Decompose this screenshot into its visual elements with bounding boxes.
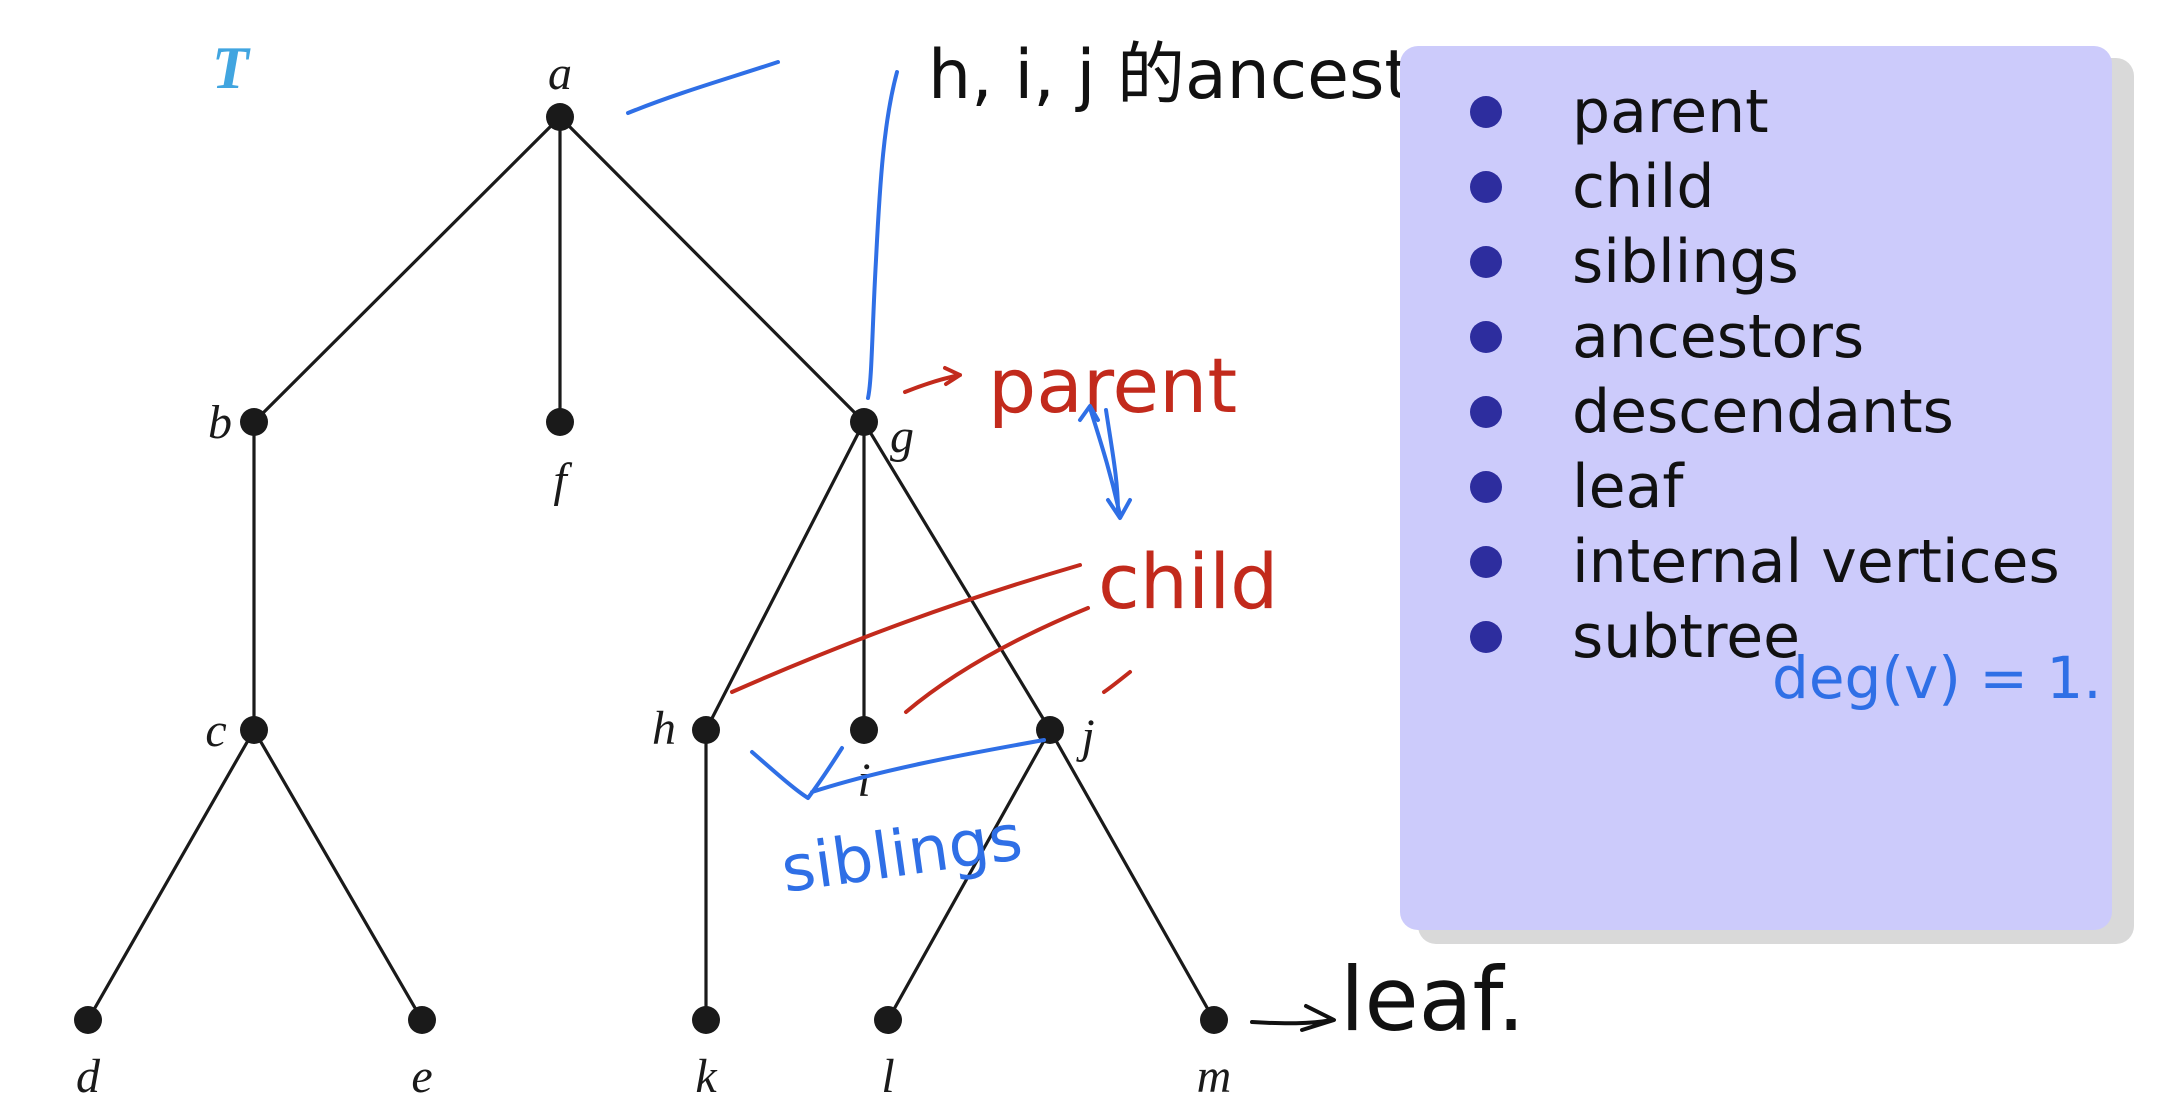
term-label: ancestors bbox=[1572, 302, 1865, 372]
ink-child-to-h bbox=[730, 563, 1082, 694]
edge-j-m bbox=[1048, 728, 1216, 1022]
term-item: parent bbox=[1470, 72, 1769, 152]
term-label: internal vertices bbox=[1572, 527, 2060, 597]
node-label-m: m bbox=[1197, 1050, 1232, 1094]
node-h bbox=[692, 716, 720, 744]
node-label-e: e bbox=[411, 1050, 432, 1094]
edge-j-l bbox=[886, 728, 1052, 1022]
node-i bbox=[850, 716, 878, 744]
tree-edges bbox=[86, 115, 1216, 1022]
parent-label: parent bbox=[988, 341, 1237, 430]
term-item: subtree bbox=[1470, 597, 1801, 677]
ink-dash-a bbox=[626, 60, 780, 115]
node-label-b: b bbox=[208, 396, 232, 449]
term-item: internal vertices bbox=[1470, 522, 2060, 602]
bullet-icon bbox=[1470, 396, 1502, 428]
node-k bbox=[692, 1006, 720, 1034]
node-f bbox=[546, 408, 574, 436]
ink-parent-child-arrow bbox=[1078, 404, 1132, 520]
term-label: siblings bbox=[1572, 227, 1799, 297]
node-l bbox=[874, 1006, 902, 1034]
node-e bbox=[408, 1006, 436, 1034]
edge-a-b bbox=[252, 115, 562, 424]
edge-a-g bbox=[558, 115, 866, 424]
edge-c-e bbox=[252, 728, 424, 1022]
node-b bbox=[240, 408, 268, 436]
term-item: ancestors bbox=[1470, 297, 1865, 377]
node-label-a: a bbox=[548, 47, 572, 100]
bullet-icon bbox=[1470, 621, 1502, 653]
ink-siblings-brace bbox=[750, 738, 1046, 800]
ink-parent-arrow bbox=[903, 366, 962, 394]
bullet-icon bbox=[1470, 96, 1502, 128]
bullet-icon bbox=[1470, 471, 1502, 503]
term-label: descendants bbox=[1572, 377, 1954, 447]
bullet-icon bbox=[1470, 246, 1502, 278]
term-item: descendants bbox=[1470, 372, 1954, 452]
term-label: child bbox=[1572, 152, 1715, 222]
edge-g-j bbox=[862, 420, 1052, 732]
node-label-d: d bbox=[76, 1050, 101, 1094]
bullet-icon bbox=[1470, 546, 1502, 578]
edge-g-h bbox=[704, 420, 866, 732]
term-label: leaf bbox=[1572, 452, 1684, 522]
node-label-i: i bbox=[857, 754, 870, 807]
node-label-h: h bbox=[652, 702, 676, 755]
term-label: subtree bbox=[1572, 602, 1801, 672]
edge-c-d bbox=[86, 728, 256, 1022]
node-d bbox=[74, 1006, 102, 1034]
node-m bbox=[1200, 1006, 1228, 1034]
node-label-c: c bbox=[205, 704, 226, 757]
term-label: parent bbox=[1572, 77, 1769, 147]
ink-leaf-arrow bbox=[1250, 1004, 1336, 1032]
leaf-label: leaf. bbox=[1340, 948, 1525, 1051]
node-label-k: k bbox=[695, 1050, 718, 1094]
term-item: siblings bbox=[1470, 222, 1799, 302]
node-c bbox=[240, 716, 268, 744]
node-label-g: g bbox=[890, 410, 914, 463]
node-g bbox=[850, 408, 878, 436]
bullet-icon bbox=[1470, 321, 1502, 353]
degree-note: deg(v) = 1. bbox=[1772, 644, 2102, 712]
term-item: leaf bbox=[1470, 447, 1684, 527]
node-j bbox=[1036, 716, 1064, 744]
bullet-icon bbox=[1470, 171, 1502, 203]
ink-child-to-i bbox=[904, 606, 1090, 714]
ink-ancestors-line bbox=[866, 70, 899, 400]
child-label: child bbox=[1098, 537, 1278, 626]
term-item: child bbox=[1470, 147, 1715, 227]
tree-title: T bbox=[212, 35, 251, 101]
node-label-l: l bbox=[881, 1050, 894, 1094]
ink-child-to-j bbox=[1102, 670, 1132, 694]
tree-nodes bbox=[74, 103, 1228, 1034]
node-a bbox=[546, 103, 574, 131]
